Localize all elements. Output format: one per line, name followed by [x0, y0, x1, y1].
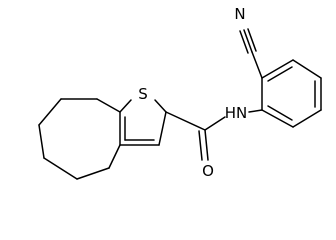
- cycloheptane-ring: [38, 98, 121, 180]
- atom-label-nitrogen: N: [234, 5, 245, 23]
- bond: [292, 59, 322, 79]
- bond-triple: [243, 29, 253, 53]
- bond: [43, 157, 78, 180]
- bond: [248, 109, 263, 113]
- bond: [165, 111, 206, 131]
- bond: [96, 98, 121, 113]
- bond-double-inner: [267, 66, 293, 82]
- bond-triple: [247, 28, 257, 52]
- benzene-ring: [261, 59, 322, 128]
- amide-group: [165, 109, 263, 161]
- atom-label-amide-nh: HN: [225, 104, 248, 122]
- bond: [76, 167, 110, 180]
- bond: [119, 99, 132, 113]
- bond: [204, 116, 226, 131]
- bond: [38, 98, 62, 126]
- bond-triple: [239, 30, 249, 54]
- bond: [292, 109, 322, 128]
- bond: [38, 124, 45, 159]
- nitrile-group: [239, 28, 263, 79]
- molecule-diagram: N S HN O: [38, 5, 322, 180]
- bond-double: [198, 130, 203, 161]
- bond: [154, 99, 167, 113]
- molecule-canvas: N S HN O: [38, 5, 322, 180]
- bond: [158, 111, 167, 146]
- atom-label-sulfur: S: [138, 85, 148, 103]
- bond: [261, 109, 294, 128]
- bond: [108, 144, 121, 169]
- bond: [251, 51, 263, 79]
- bond: [261, 59, 294, 79]
- atom-label-oxygen: O: [202, 162, 214, 180]
- bond-double-inner: [267, 105, 293, 121]
- thiophene-ring: [119, 99, 167, 146]
- bond: [204, 129, 209, 161]
